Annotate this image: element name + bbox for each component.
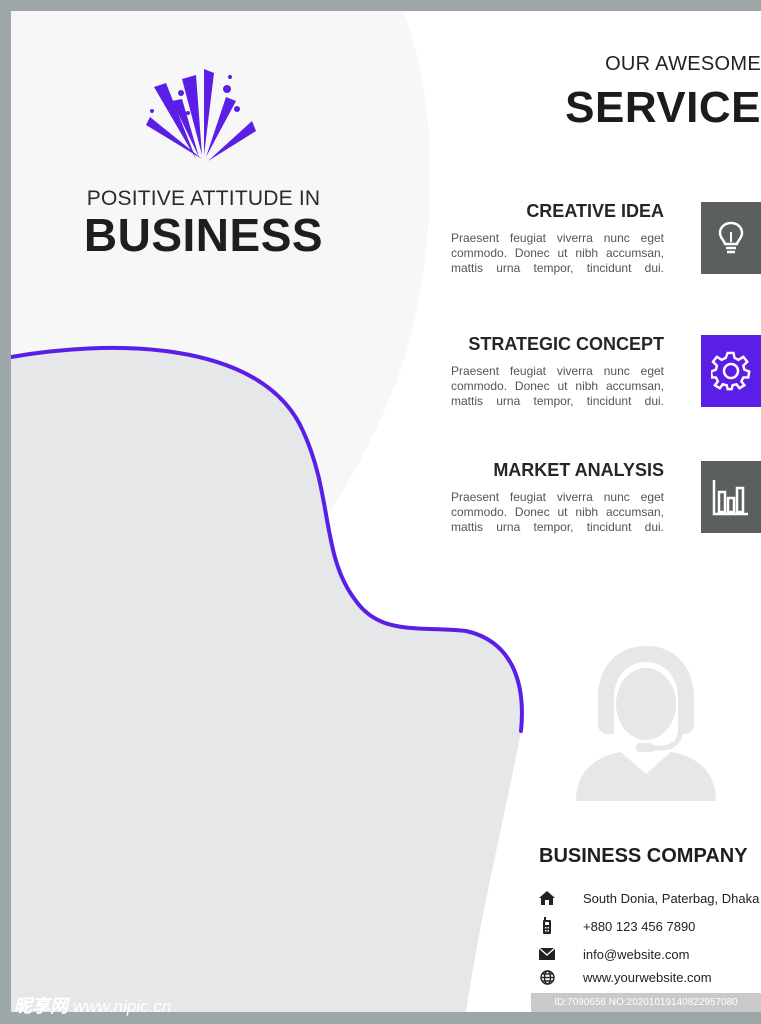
- brand-tagline: POSITIVE ATTITUDE IN: [86, 187, 321, 210]
- gear-icon-tile: [701, 335, 761, 407]
- service-title: CREATIVE IDEA: [526, 201, 664, 221]
- service-item-creative-idea: CREATIVE IDEA Praesent feugiat viverra n…: [451, 201, 664, 276]
- contact-address: South Donia, Paterbag, Dhaka: [537, 889, 759, 907]
- service-description: Praesent feugiat viverra nunc eget commo…: [451, 231, 664, 275]
- bar-chart-icon: [712, 480, 748, 516]
- lightbulb-icon: [718, 221, 744, 254]
- service-title: STRATEGIC CONCEPT: [468, 334, 664, 354]
- services-kicker: OUR AWESOME: [605, 53, 761, 75]
- burst-logo-icon: [146, 69, 256, 161]
- lightbulb-icon-tile: [701, 202, 761, 274]
- contact-website-text: www.yourwebsite.com: [583, 969, 712, 985]
- contact-email-text: info@website.com: [583, 946, 690, 962]
- headset-support-icon: [576, 646, 716, 801]
- globe-icon: [537, 968, 557, 986]
- contact-website: www.yourwebsite.com: [537, 968, 712, 986]
- watermark-site: 昵享网 www.nipic.cn: [14, 992, 171, 1018]
- contact-phone: +880 123 456 7890: [537, 917, 695, 935]
- company-title: BUSINESS COMPANY: [539, 845, 748, 867]
- envelope-icon: [537, 945, 557, 963]
- contact-phone-text: +880 123 456 7890: [583, 918, 696, 934]
- background-shapes: [11, 11, 524, 1012]
- watermark-site-name: 昵享网: [14, 996, 68, 1016]
- brand-title: BUSINESS: [83, 209, 324, 261]
- phone-icon: [537, 917, 557, 935]
- service-item-strategic-concept: STRATEGIC CONCEPT Praesent feugiat viver…: [451, 334, 664, 409]
- service-title: MARKET ANALYSIS: [493, 460, 664, 480]
- gear-icon: [711, 351, 751, 391]
- contact-email: info@website.com: [537, 945, 689, 963]
- watermark-site-url: www.nipic.cn: [73, 997, 172, 1016]
- bar-chart-icon-tile: [701, 461, 761, 533]
- service-item-market-analysis: MARKET ANALYSIS Praesent feugiat viverra…: [451, 460, 664, 535]
- flyer-page: POSITIVE ATTITUDE IN BUSINESS OUR AWESOM…: [11, 11, 761, 1012]
- watermark-id-bar: ID:7090656 NO:20201019140822957080: [531, 993, 761, 1012]
- watermark-id-text: ID:7090656 NO:20201019140822957080: [554, 997, 738, 1008]
- services-title: SERVICE: [565, 83, 761, 132]
- service-description: Praesent feugiat viverra nunc eget commo…: [451, 364, 664, 408]
- purple-wave-line: [11, 345, 524, 733]
- service-description: Praesent feugiat viverra nunc eget commo…: [451, 490, 664, 534]
- contact-address-text: South Donia, Paterbag, Dhaka: [583, 890, 760, 906]
- home-icon: [537, 889, 557, 907]
- gray-wave-shape: [11, 347, 522, 1012]
